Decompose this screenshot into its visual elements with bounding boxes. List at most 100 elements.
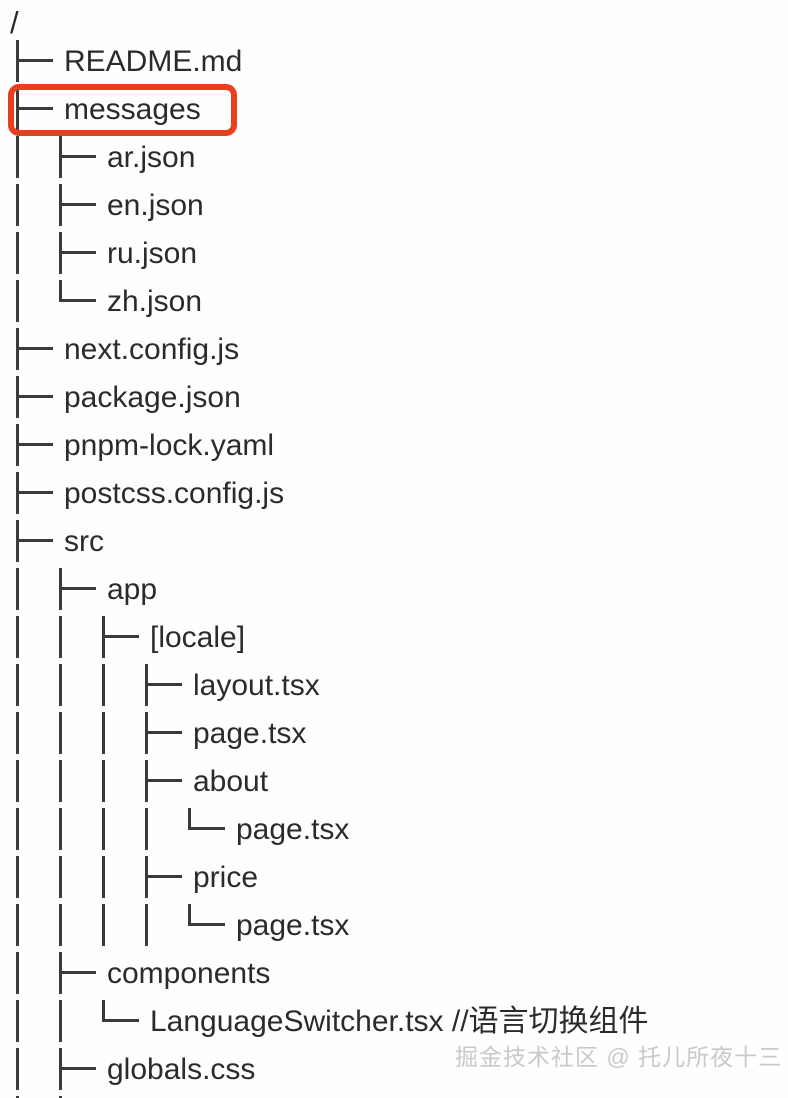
tree-branch-line (148, 875, 182, 878)
tree-row[interactable]: messages (0, 86, 788, 134)
tree-node-label[interactable]: layout.tsx (193, 669, 320, 702)
tree-tee-connector (59, 568, 62, 610)
tree-branch-line (62, 299, 96, 302)
tree-guide-line (16, 1048, 19, 1090)
tree-guide-line (16, 712, 19, 754)
tree-guide-line (59, 856, 62, 898)
tree-row[interactable]: postcss.config.js (0, 470, 788, 518)
tree-branch-line (148, 779, 182, 782)
tree-row[interactable]: [locale] (0, 614, 788, 662)
tree-guide-line (16, 136, 19, 178)
tree-tee-connector (145, 760, 148, 802)
tree-guide-line (102, 904, 105, 946)
tree-tee-connector (16, 376, 19, 418)
tree-guide-line (16, 904, 19, 946)
tree-root-label: / (10, 5, 19, 40)
tree-row[interactable]: page.tsx (0, 710, 788, 758)
tree-row[interactable]: en.json (0, 182, 788, 230)
tree-row[interactable] (0, 1094, 788, 1098)
tree-guide-line (59, 904, 62, 946)
tree-tee-connector (59, 952, 62, 994)
tree-row[interactable]: page.tsx (0, 902, 788, 950)
tree-row[interactable]: layout.tsx (0, 662, 788, 710)
tree-branch-line (62, 251, 96, 254)
tree-node-label[interactable]: ru.json (107, 237, 198, 270)
tree-node-label[interactable]: app (107, 573, 158, 606)
tree-guide-line (16, 1000, 19, 1042)
tree-branch-line (191, 827, 225, 830)
tree-node-label[interactable]: package.json (64, 381, 241, 414)
tree-node-label[interactable]: pnpm-lock.yaml (64, 429, 275, 462)
tree-row[interactable]: README.md (0, 38, 788, 86)
tree-node-label[interactable]: page.tsx (193, 717, 307, 750)
tree-guide-line (59, 664, 62, 706)
tree-node-label[interactable]: README.md (64, 45, 243, 78)
tree-node-label[interactable]: price (193, 861, 259, 894)
tree-node-label[interactable]: messages (64, 93, 201, 126)
tree-node-label[interactable]: page.tsx (236, 813, 350, 846)
tree-row[interactable]: zh.json (0, 278, 788, 326)
tree-row[interactable]: app (0, 566, 788, 614)
tree-row[interactable]: about (0, 758, 788, 806)
watermark-text: 掘金技术社区 @ 托儿所夜十三 (455, 1044, 783, 1070)
tree-row[interactable]: page.tsx (0, 806, 788, 854)
tree-row[interactable]: pnpm-lock.yaml (0, 422, 788, 470)
tree-guide-line (16, 1096, 19, 1098)
tree-branch-line (62, 155, 96, 158)
tree-row[interactable]: src (0, 518, 788, 566)
tree-node-label[interactable]: components (107, 957, 271, 990)
tree-node-label[interactable]: page.tsx (236, 909, 350, 942)
tree-guide-line (102, 712, 105, 754)
tree-node-label[interactable]: about (193, 765, 269, 798)
tree-elbow-connector (188, 808, 191, 830)
tree-tee-connector (145, 712, 148, 754)
tree-row[interactable]: next.config.js (0, 326, 788, 374)
tree-tee-connector (16, 520, 19, 562)
tree-row[interactable]: package.json (0, 374, 788, 422)
tree-guide-line (102, 760, 105, 802)
tree-branch-line (148, 683, 182, 686)
tree-tee-connector (145, 856, 148, 898)
tree-tee-connector (16, 88, 19, 130)
tree-branch-line (62, 1067, 96, 1070)
tree-node-label[interactable]: ar.json (107, 141, 196, 174)
tree-tee-connector (16, 328, 19, 370)
tree-branch-line (191, 923, 225, 926)
tree-guide-line (16, 568, 19, 610)
tree-branch-line (19, 395, 53, 398)
tree-node-label[interactable]: src (64, 525, 104, 558)
tree-node-label[interactable]: LanguageSwitcher.tsx //语言切换组件 (150, 1005, 649, 1038)
tree-tee-connector (59, 232, 62, 274)
tree-tee-connector (102, 616, 105, 658)
tree-guide-line (16, 616, 19, 658)
tree-guide-line (102, 856, 105, 898)
tree-branch-line (105, 635, 139, 638)
tree-node-label[interactable]: next.config.js (64, 333, 240, 366)
tree-row[interactable]: LanguageSwitcher.tsx //语言切换组件 (0, 998, 788, 1046)
tree-node-label[interactable]: zh.json (107, 285, 203, 318)
tree-tee-connector (16, 40, 19, 82)
tree-branch-line (19, 539, 53, 542)
tree-node-label[interactable]: postcss.config.js (64, 477, 285, 510)
tree-row[interactable]: ar.json (0, 134, 788, 182)
tree-elbow-connector (188, 904, 191, 926)
tree-row[interactable]: components (0, 950, 788, 998)
tree-row[interactable]: globals.css (0, 1046, 788, 1094)
tree-branch-line (19, 59, 53, 62)
tree-guide-line (16, 664, 19, 706)
tree-tee-connector (59, 136, 62, 178)
tree-branch-line (19, 443, 53, 446)
tree-node-label[interactable]: globals.css (107, 1053, 256, 1086)
tree-node-comment: //语言切换组件 (443, 1005, 649, 1038)
tree-branch-line (19, 107, 53, 110)
tree-guide-line (59, 760, 62, 802)
tree-row[interactable]: price (0, 854, 788, 902)
tree-row[interactable]: ru.json (0, 230, 788, 278)
tree-tee-connector (59, 1096, 62, 1098)
tree-guide-line (102, 664, 105, 706)
tree-node-label[interactable]: en.json (107, 189, 204, 222)
tree-branch-line (19, 491, 53, 494)
tree-node-label[interactable]: [locale] (150, 621, 246, 654)
tree-branch-line (62, 971, 96, 974)
